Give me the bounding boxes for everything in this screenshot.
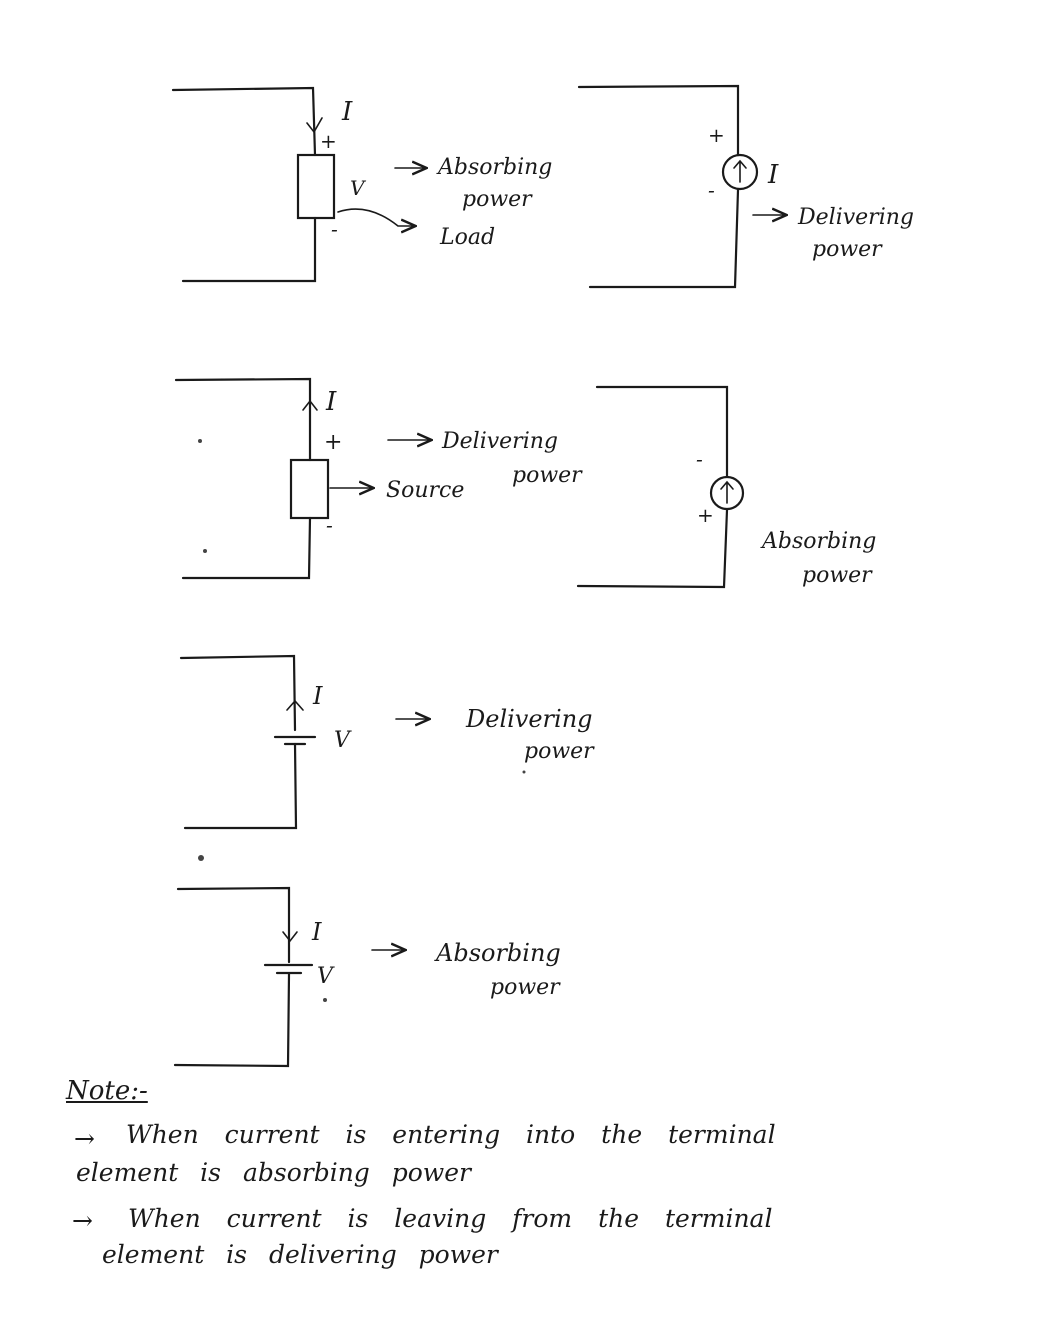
circuit-source-element-delivering: I + - Delivering power Source: [174, 377, 583, 580]
current-label: I: [312, 682, 323, 710]
plus-sign: +: [320, 129, 337, 153]
delivering-label: Delivering: [441, 429, 558, 454]
resistor-element: [296, 153, 336, 220]
wire: [174, 377, 312, 462]
plus-sign: +: [324, 430, 342, 455]
wire: [176, 886, 291, 964]
load-label: Load: [439, 225, 495, 250]
wire: [181, 216, 317, 283]
power-label: power: [462, 187, 533, 212]
power-label: power: [512, 463, 583, 488]
wire: [577, 84, 740, 157]
current-arrow: [302, 399, 318, 411]
current-arrow: [282, 931, 298, 943]
current-arrow: [306, 117, 323, 134]
current-arrow: [286, 699, 304, 711]
wire: [183, 742, 298, 830]
absorbing-label: Absorbing: [436, 155, 552, 180]
plus-sign: +: [708, 123, 725, 147]
power-label: power: [802, 563, 873, 588]
wire: [595, 385, 729, 478]
source-element: [289, 458, 330, 520]
current-label: I: [325, 387, 337, 417]
absorbing-label: Absorbing: [760, 529, 876, 554]
source-arrow: [720, 480, 734, 504]
note-line2-arrow: →: [72, 1206, 93, 1235]
circuit-battery-delivering: I V Delivering power: [179, 654, 595, 830]
source-label: Source: [386, 478, 464, 503]
delivering-label: Delivering: [797, 205, 914, 230]
plus-sign: +: [697, 503, 714, 527]
load-pointer-arrow: [337, 208, 414, 226]
current-label: I: [311, 918, 322, 946]
scan-specks: [198, 439, 526, 1002]
wire: [576, 508, 729, 589]
note-line2a: When current is leaving from the termina…: [128, 1204, 773, 1233]
voltage-label: V: [350, 176, 367, 200]
circuit-source-absorbing: - + Absorbing power: [576, 385, 876, 589]
circuit-battery-absorbing: I V Absorbing power: [173, 886, 561, 1068]
wire: [173, 972, 291, 1068]
wire: [179, 654, 297, 732]
note-line1-arrow: →: [74, 1124, 95, 1153]
circuit-source-delivering: + - I Delivering power: [577, 84, 914, 289]
note-line2b: element is delivering power: [102, 1240, 498, 1269]
delivering-label: Delivering: [465, 705, 593, 733]
minus-sign: -: [331, 217, 338, 241]
wire: [171, 86, 317, 157]
note-heading: Note:-: [66, 1076, 148, 1106]
current-label: I: [341, 97, 353, 127]
voltage-label: V: [317, 964, 335, 989]
current-source: [721, 153, 759, 191]
minus-sign: -: [708, 178, 715, 202]
current-label: I: [767, 160, 779, 190]
minus-sign: -: [696, 447, 703, 471]
note-line1a: When current is entering into the termin…: [126, 1120, 776, 1149]
power-label: power: [812, 237, 883, 262]
circuit-load-absorbing: I + V - Absorbing power Load: [171, 86, 552, 283]
power-label: power: [524, 739, 595, 764]
absorbing-label: Absorbing: [434, 939, 561, 967]
wire: [181, 516, 312, 580]
voltage-label: V: [334, 728, 352, 753]
note-line1b: element is absorbing power: [76, 1158, 471, 1187]
power-label: power: [490, 975, 561, 1000]
wire: [588, 188, 740, 289]
current-source: [709, 475, 745, 511]
minus-sign: -: [326, 513, 333, 537]
source-arrow: [733, 159, 747, 183]
